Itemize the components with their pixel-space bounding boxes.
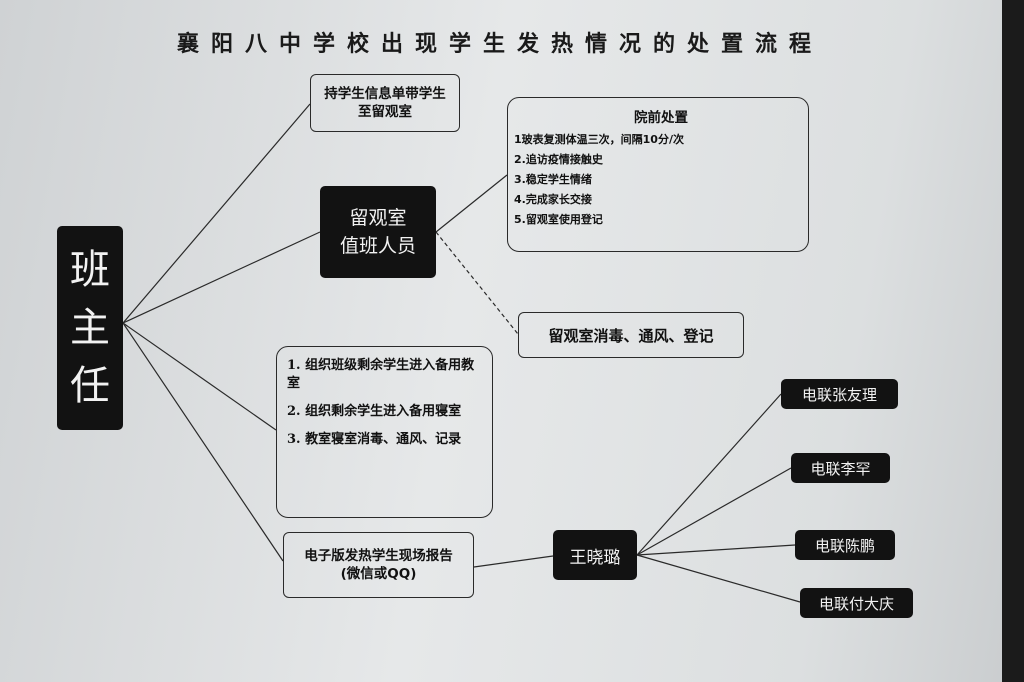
bring-student-text: 持学生信息单带学生至留观室: [324, 86, 446, 120]
pre-hospital-item: 4.完成家长交接: [514, 193, 592, 206]
pre-hospital-item: 5.留观室使用登记: [514, 213, 603, 226]
wang-xiaolu-node: 王晓璐: [553, 530, 637, 580]
organize-item: 3. 教室寝室消毒、通风、记录: [287, 432, 462, 447]
report-node: 电子版发热学生现场报告 (微信或QQ): [283, 532, 474, 598]
call-fu-node: 电联付大庆: [800, 588, 913, 618]
line-wang-to-call-2: [636, 467, 792, 556]
line-head-to-organize: [122, 322, 277, 431]
report-line-2: (微信或QQ): [340, 566, 417, 582]
line-duty-to-prehospital: [435, 174, 508, 233]
organize-item: 1. 组织班级剩余学生进入备用教室: [287, 358, 475, 391]
line-wang-to-call-3: [636, 544, 796, 556]
pre-hospital-item: 2.追访疫情接触史: [514, 153, 603, 166]
line-report-to-wang: [473, 555, 554, 568]
call-zhang-node: 电联张友理: [781, 379, 898, 409]
line-wang-to-call-4: [636, 554, 801, 603]
page-title: 襄阳八中学校出现学生发热情况的处置流程: [176, 31, 823, 57]
duty-staff-line-2: 值班人员: [339, 235, 416, 257]
organize-students-node: 1. 组织班级剩余学生进入备用教室 2. 组织剩余学生进入备用寝室 3. 教室寝…: [276, 346, 493, 518]
disinfect-room-text: 留观室消毒、通风、登记: [548, 326, 714, 345]
pre-hospital-heading: 院前处置: [634, 110, 688, 126]
call-chen-node: 电联陈鹏: [795, 530, 895, 560]
pre-hospital-item: 1玻表复测体温三次，间隔10分/次: [514, 133, 684, 146]
line-head-to-bring: [122, 103, 311, 324]
line-wang-to-call-1: [636, 393, 782, 556]
organize-item: 2. 组织剩余学生进入备用寝室: [287, 404, 462, 419]
report-line-1: 电子版发热学生现场报告: [304, 548, 453, 564]
page-edge-shadow: [1002, 0, 1024, 682]
head-teacher-char-2: 主: [70, 305, 110, 351]
head-teacher-node: 班 主 任: [57, 226, 123, 430]
pre-hospital-item: 3.稳定学生情绪: [514, 173, 592, 186]
line-head-to-report: [122, 322, 284, 562]
bring-student-node: 持学生信息单带学生至留观室: [310, 74, 460, 132]
duty-staff-node: 留观室 值班人员: [320, 186, 436, 278]
duty-staff-line-1: 留观室: [349, 207, 407, 229]
line-head-to-duty: [122, 231, 321, 324]
call-li-node: 电联李罕: [791, 453, 890, 483]
line-duty-to-disinfect: [435, 231, 519, 335]
head-teacher-char-3: 任: [70, 363, 110, 409]
head-teacher-char-1: 班: [70, 247, 110, 293]
disinfect-room-node: 留观室消毒、通风、登记: [518, 312, 744, 358]
pre-hospital-node: 院前处置 1玻表复测体温三次，间隔10分/次 2.追访疫情接触史 3.稳定学生情…: [507, 97, 809, 252]
